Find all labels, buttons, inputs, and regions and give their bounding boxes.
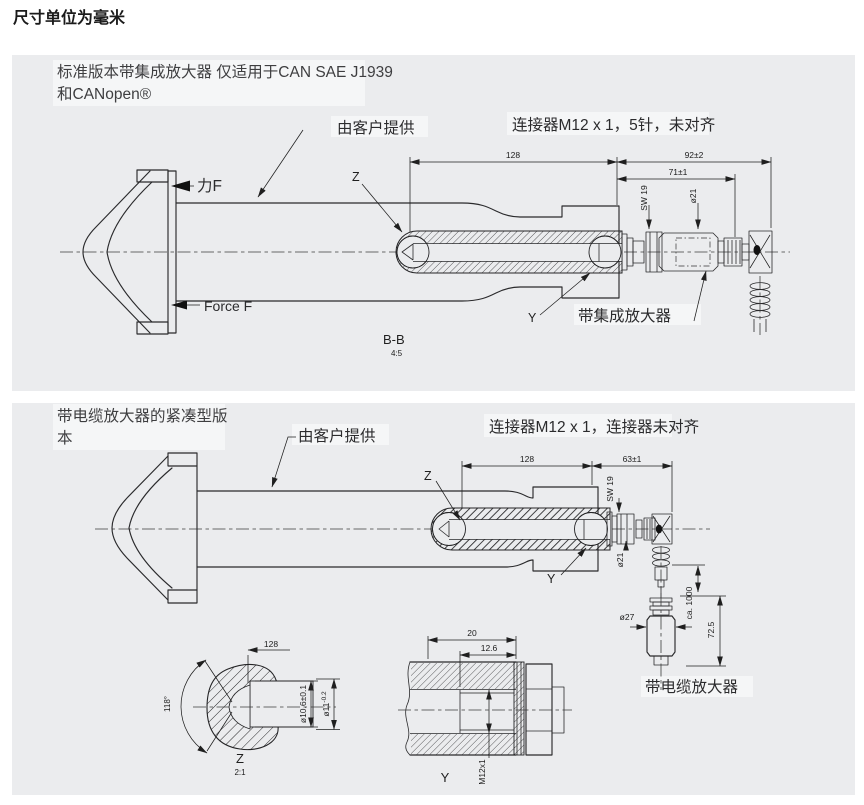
dim-cable-length: ca. 1000 [684,586,694,619]
customer-supplied-label-bottom: 由客户提供 [298,427,376,445]
dim-118deg: 118° [163,696,172,712]
right-angle-connector-bottom [651,513,673,545]
top-dimensions: 128 92±2 71±1 SW 19 ø21 [409,150,772,237]
dim-12-6: 12.6 [481,643,498,653]
pin-head [82,169,177,335]
bottom-title-line1: 带电缆放大器的紧凑型版 [57,407,228,425]
detail-y-view: 20 12.6 M12x1 Y [398,628,572,785]
bore-section [395,230,623,274]
right-angle-connector [748,230,773,274]
coiled-cable [749,276,771,335]
top-panel: 128 92±2 71±1 SW 19 ø21 标准版本带集成放大器 仅适用于C… [53,60,790,358]
dim-d106: ø10.6±0.1 [298,685,308,723]
section-label: B-B [383,332,405,347]
top-title-line1: 标准版本带集成放大器 仅适用于CAN SAE J1939 [57,63,393,81]
dim-128: 128 [506,150,520,160]
dim-92: 92±2 [685,150,704,160]
bottom-title-line2: 本 [57,429,73,447]
detail-z-callout-bottom: Z [424,469,432,483]
force-label-en: Force F [204,298,252,314]
dim-d21: ø21 [688,188,698,203]
detail-z-view: 118° 128 ø10.6±0.1 ø11-0.2 Z 2:1 [163,639,340,777]
bottom-panel: 128 63±1 SW 19 ø21 ca. 1000 72.5 ø27 带电缆… [53,404,753,785]
detail-z-callout: Z [352,170,360,184]
cable-amplifier-label: 带电缆放大器 [645,678,739,696]
dim-d21-bottom: ø21 [615,552,625,567]
integrated-amplifier-label: 带集成放大器 [578,307,672,325]
detail-y-callout-bottom: Y [547,572,556,586]
connector-spec-label: 连接器M12 x 1，5针，未对齐 [512,116,715,134]
dim-128-detail-z: 128 [264,639,278,649]
dim-63: 63±1 [623,454,642,464]
bottom-leaders [271,436,587,576]
detail-y-callout: Y [528,311,537,325]
dim-d27: ø27 [620,612,635,622]
force-arrow-top [171,180,190,192]
force-arrow-bottom [171,300,187,310]
detail-y-title: Y [441,770,450,785]
bore-section-bottom [430,507,611,551]
top-title-line2: 和CANopen® [57,85,152,103]
dim-d11: ø11-0.2 [321,691,331,717]
bottom-panel-background [12,403,855,795]
pin-head-bottom [111,452,198,604]
force-label-cn: 力F [197,177,222,195]
section-scale: 4:5 [391,349,403,358]
dim-128-bottom: 128 [520,454,534,464]
dim-m12x1: M12x1 [477,759,487,785]
connector-spec-label-bottom: 连接器M12 x 1，连接器未对齐 [489,418,699,436]
detail-z-scale: 2:1 [234,768,246,777]
customer-supplied-label: 由客户提供 [337,119,415,137]
unit-note: 尺寸单位为毫米 [13,8,126,27]
top-panel-background [12,55,855,391]
dim-sw19-bottom: SW 19 [605,476,615,502]
detail-z-title: Z [236,751,244,766]
dim-sw19: SW 19 [639,185,649,211]
connector-chain [621,230,773,335]
cable-amplifier-body [646,546,676,690]
top-leaders [171,129,707,322]
bottom-dimensions: 128 63±1 SW 19 ø21 ca. 1000 72.5 ø27 [461,454,726,667]
dim-72-5: 72.5 [706,621,716,638]
dim-71: 71±1 [669,167,688,177]
dim-20: 20 [467,628,477,638]
